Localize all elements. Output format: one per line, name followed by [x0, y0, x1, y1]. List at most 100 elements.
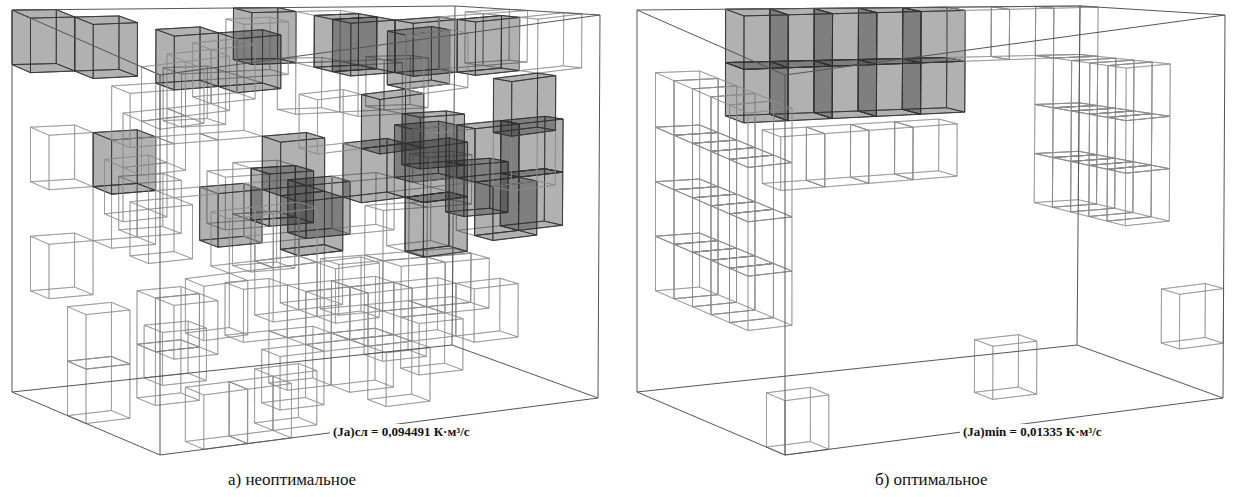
cell-face	[273, 371, 317, 431]
cell-face	[1035, 6, 1080, 55]
cell-face	[711, 148, 755, 206]
empty-cell	[895, 119, 958, 180]
cell-face	[1107, 169, 1126, 225]
cell-face	[693, 140, 737, 198]
cell-face	[730, 101, 774, 159]
cell-face	[156, 294, 218, 306]
cell-face	[211, 261, 273, 273]
cell-face	[814, 8, 833, 66]
cell-face	[225, 279, 269, 336]
cell-face	[1134, 60, 1153, 113]
result-value: (Ja)сл = 0,094491 К·м³/с	[330, 424, 473, 441]
cell-face	[306, 340, 368, 352]
filled-cell	[858, 8, 921, 65]
empty-cell	[406, 30, 468, 94]
cell-face	[711, 202, 755, 260]
cell-face	[244, 183, 263, 242]
cell-face	[730, 209, 792, 222]
cell-face	[406, 84, 468, 94]
empty-cell	[383, 257, 446, 317]
cell-face	[144, 321, 206, 332]
cell-face	[232, 262, 294, 272]
cell-face	[262, 398, 324, 411]
cell-face	[130, 252, 192, 264]
cell-face	[401, 313, 445, 368]
filled-cell	[262, 133, 325, 196]
cell-face	[273, 208, 317, 268]
cell-face	[401, 262, 445, 317]
cell-face	[314, 15, 333, 71]
cell-face	[405, 197, 423, 257]
cell-face	[1152, 62, 1171, 116]
cell-face	[437, 278, 456, 336]
cell-face	[1107, 114, 1151, 170]
cell-face	[255, 207, 273, 268]
cell-face	[806, 177, 868, 187]
cell-face	[674, 187, 718, 245]
filled-cell	[814, 8, 877, 66]
cell-face	[806, 124, 869, 133]
cell-face	[730, 263, 774, 322]
cell-face	[93, 187, 112, 249]
cell-face	[674, 133, 718, 190]
cell-face	[850, 124, 869, 183]
cell-face	[280, 351, 324, 410]
cell-face	[255, 364, 299, 423]
filled-cell	[770, 8, 833, 67]
cell-face	[903, 8, 922, 63]
empty-cell	[693, 140, 756, 206]
cell-face	[445, 313, 464, 370]
empty-cell	[730, 263, 792, 330]
empty-cell	[456, 278, 518, 342]
cell-face	[895, 119, 939, 174]
cell-face	[394, 330, 456, 341]
empty-cell	[331, 328, 394, 392]
empty-cell	[1107, 165, 1170, 226]
empty-cell	[1035, 103, 1098, 158]
cell-face	[31, 125, 94, 135]
cell-face	[431, 27, 449, 84]
cell-face	[730, 101, 774, 159]
cell-face	[700, 71, 719, 133]
cell-face	[711, 93, 774, 105]
cell-face	[31, 125, 75, 182]
cell-face	[895, 171, 957, 180]
cell-face	[365, 205, 384, 260]
cell-face	[947, 56, 1009, 61]
cell-face	[156, 83, 175, 144]
box-frame-edge	[12, 10, 160, 75]
cell-face	[730, 263, 792, 276]
empty-cell	[306, 287, 368, 352]
cell-face	[781, 134, 825, 191]
cell-face	[767, 387, 829, 400]
empty-cell	[185, 273, 247, 340]
cell-face	[493, 78, 511, 136]
empty-cell	[137, 287, 200, 352]
cell-face	[386, 348, 430, 407]
cell-face	[317, 257, 361, 317]
cell-face	[1053, 56, 1098, 107]
cell-face	[1035, 104, 1054, 157]
cell-face	[105, 155, 149, 214]
cell-face	[711, 202, 774, 214]
cell-face	[299, 90, 361, 100]
cell-face	[693, 302, 755, 314]
cell-face	[718, 187, 737, 249]
cell-face	[174, 140, 218, 198]
cell-face	[299, 202, 318, 262]
empty-cell	[711, 202, 774, 268]
cell-face	[730, 155, 793, 167]
cell-face	[730, 155, 793, 167]
cell-face	[1053, 106, 1098, 158]
cell-face	[1097, 56, 1116, 108]
cell-face	[350, 282, 412, 293]
cell-face	[155, 294, 199, 352]
cell-face	[974, 335, 1018, 393]
cell-face	[163, 174, 182, 234]
cell-face	[895, 122, 914, 180]
filled-cell	[475, 177, 537, 240]
cell-face	[939, 119, 958, 176]
cell-face	[262, 345, 306, 403]
cell-face	[730, 318, 792, 331]
cell-face	[519, 177, 538, 235]
